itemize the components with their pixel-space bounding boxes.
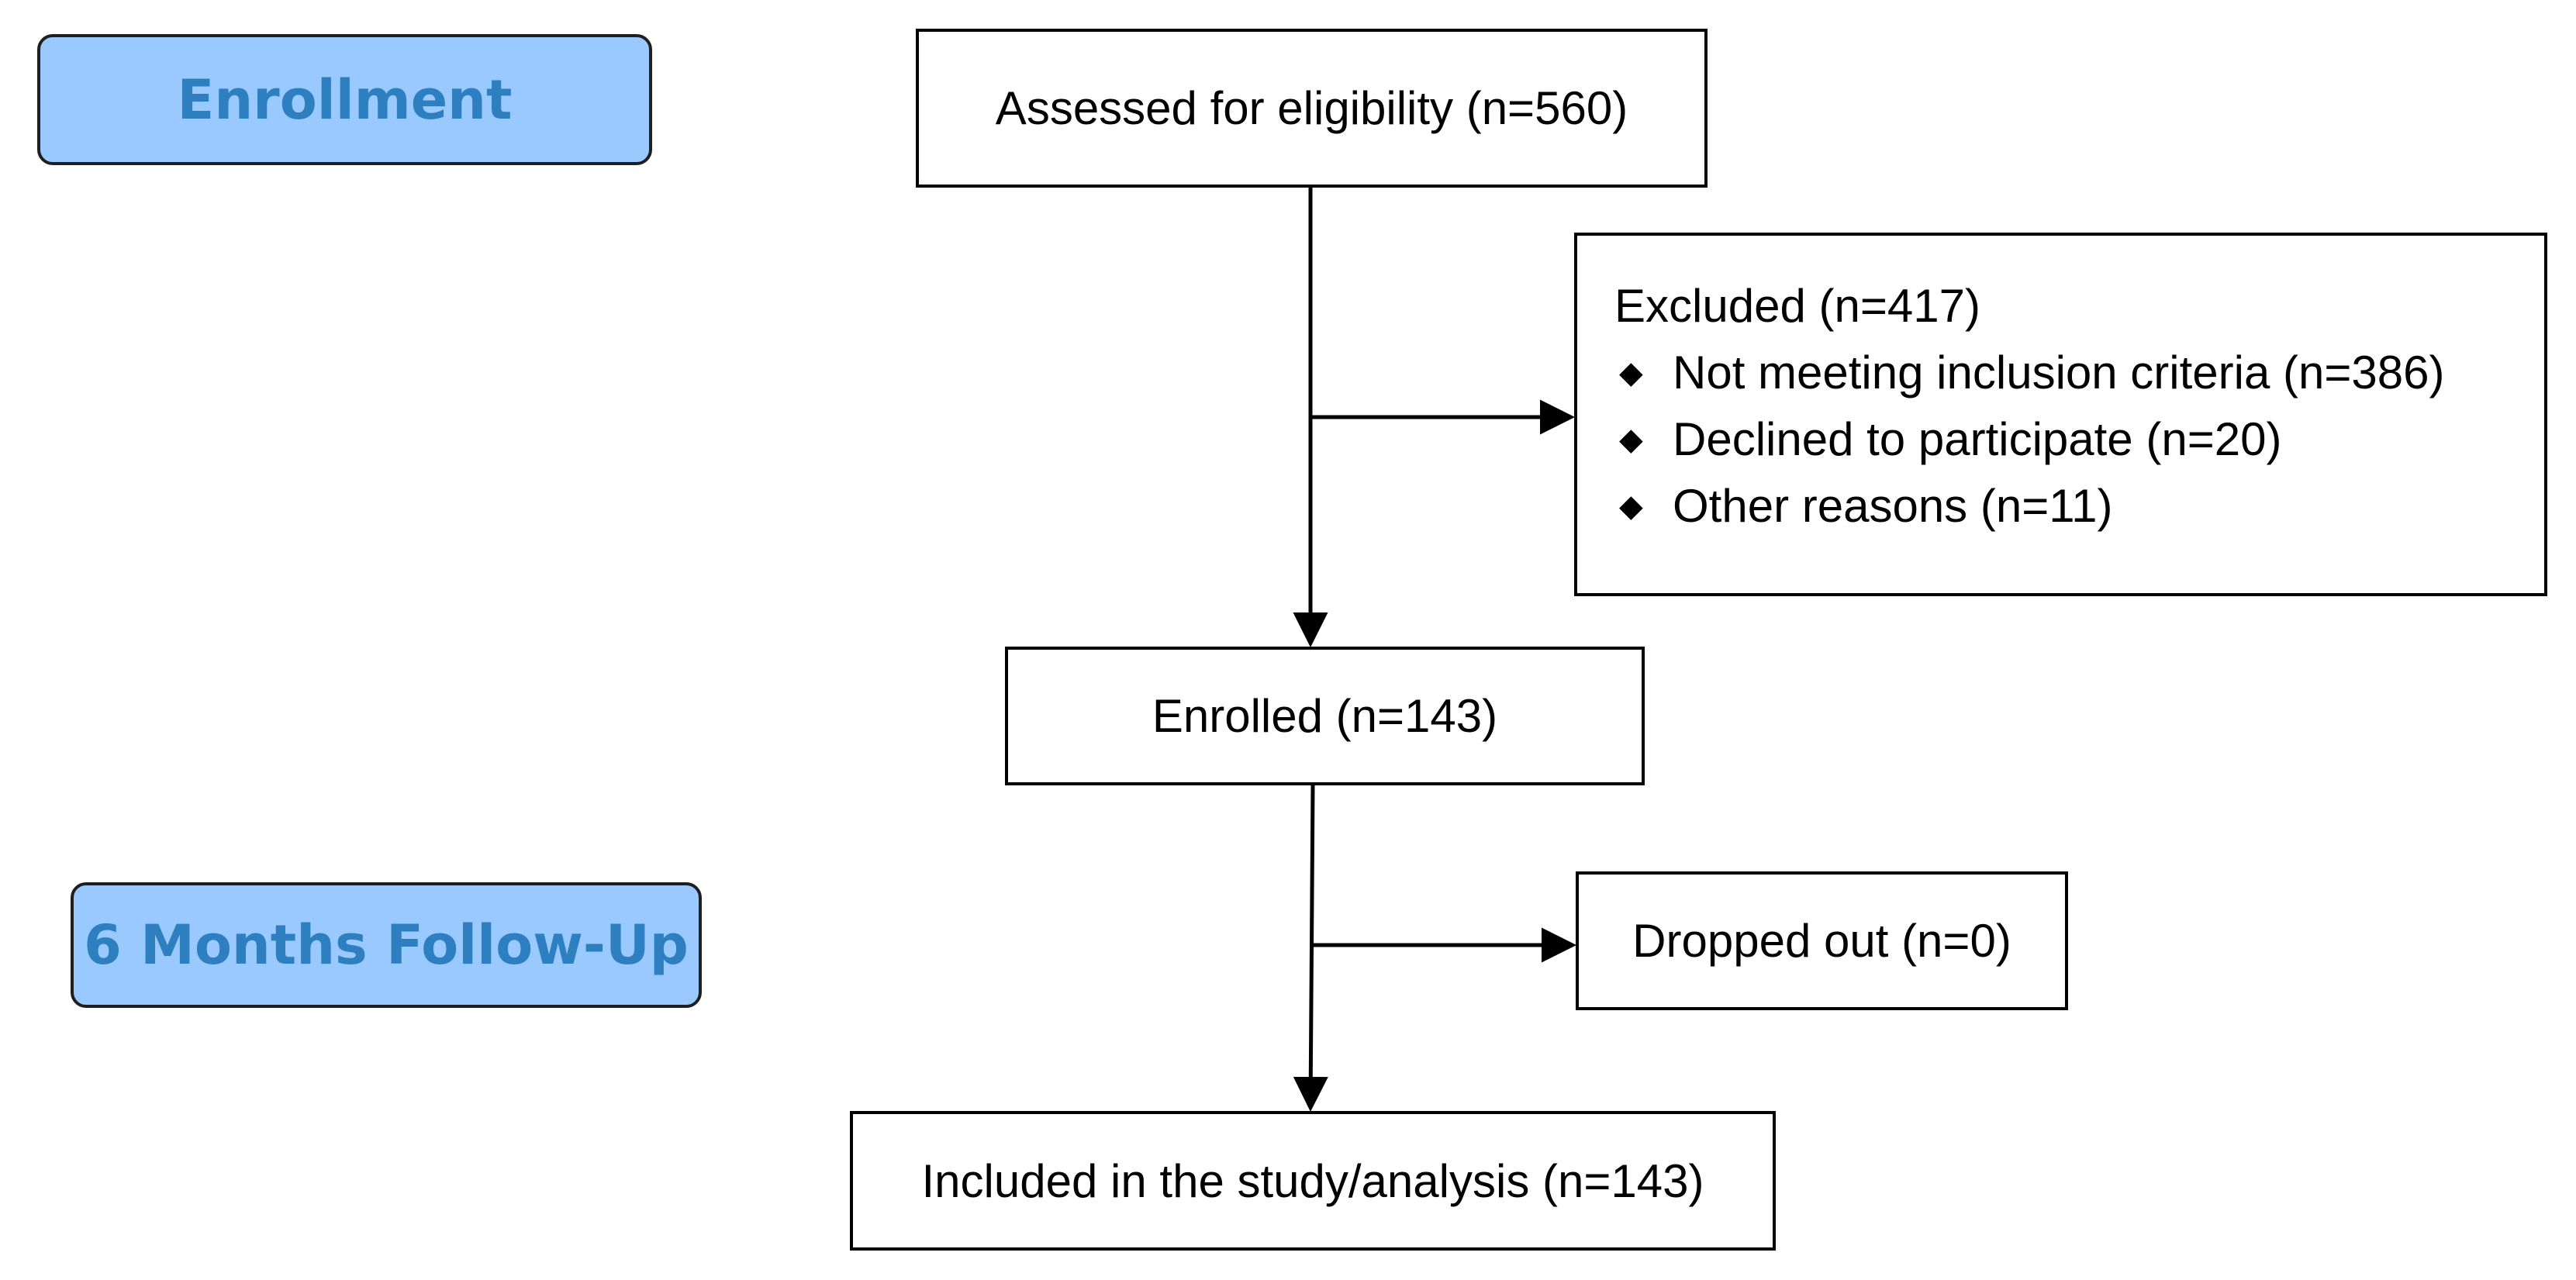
excluded-reason-text: Not meeting inclusion criteria (n=386): [1673, 347, 2445, 398]
stage-label-followup-text: 6 Months Follow-Up: [84, 913, 689, 977]
dropped-out-text: Dropped out (n=0): [1632, 915, 2011, 967]
excluded-box: Excluded (n=417) ◆ Not meeting inclusion…: [1574, 233, 2547, 596]
diamond-bullet-icon: ◆: [1619, 423, 1643, 457]
assessed-box: Assessed for eligibility (n=560): [916, 29, 1708, 188]
excluded-title: Excluded (n=417): [1614, 280, 1980, 332]
excluded-reason-item: ◆ Declined to participate (n=20): [1614, 406, 2544, 473]
excluded-reason-item: ◆ Not meeting inclusion criteria (n=386): [1614, 340, 2544, 406]
enrolled-text: Enrolled (n=143): [1152, 690, 1498, 742]
excluded-reason-text: Other reasons (n=11): [1673, 480, 2113, 532]
arrow-enrolled-to-included: [1293, 785, 1328, 1112]
diamond-bullet-icon: ◆: [1619, 356, 1643, 390]
included-box: Included in the study/analysis (n=143): [850, 1111, 1776, 1251]
stage-label-enrollment-text: Enrollment: [177, 67, 513, 132]
diamond-bullet-icon: ◆: [1619, 489, 1643, 523]
included-text: Included in the study/analysis (n=143): [921, 1154, 1704, 1207]
assessed-text: Assessed for eligibility (n=560): [995, 82, 1628, 134]
dropped-out-box: Dropped out (n=0): [1576, 871, 2068, 1010]
excluded-reason-text: Declined to participate (n=20): [1673, 413, 2282, 465]
enrolled-box: Enrolled (n=143): [1005, 647, 1645, 785]
stage-label-enrollment: Enrollment: [37, 34, 652, 165]
stage-label-followup: 6 Months Follow-Up: [71, 882, 702, 1008]
excluded-reasons-list: ◆ Not meeting inclusion criteria (n=386)…: [1614, 340, 2544, 540]
excluded-reason-item: ◆ Other reasons (n=11): [1614, 473, 2544, 540]
